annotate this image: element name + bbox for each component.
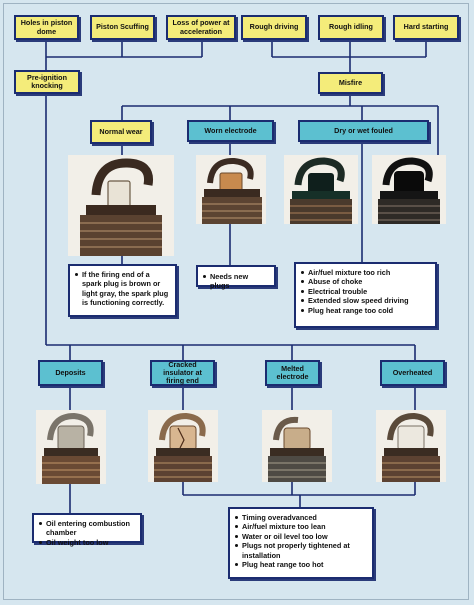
overheated-box: Overheated — [380, 360, 445, 386]
melted-electrode-box: Melted electrode — [265, 360, 320, 386]
symptom-label: Holes in piston dome — [20, 18, 73, 36]
symptom-label: Hard starting — [403, 22, 449, 32]
note-item: Extended slow speed driving — [300, 296, 430, 305]
wet-fouled-plug-photo — [372, 155, 446, 224]
deposits-box: Deposits — [38, 360, 103, 386]
overheated-plug-photo — [376, 410, 446, 482]
pre-ignition-label: Pre-ignition knocking — [27, 72, 67, 90]
symptom-loss-of-power: Loss of power at acceleration — [166, 15, 236, 40]
symptom-hard-starting: Hard starting — [393, 15, 459, 40]
symptom-piston-scuffing: Piston Scuffing — [90, 15, 155, 40]
condition-label: Normal wear — [99, 126, 143, 136]
frame — [3, 3, 469, 600]
overheating-causes-note: Timing overadvanced Air/fuel mixture too… — [228, 507, 374, 579]
cracked-insulator-box: Cracked insulator at firing end — [150, 360, 215, 386]
melted-electrode-plug-photo — [262, 410, 332, 482]
symptom-rough-idling: Rough idling — [318, 15, 384, 40]
condition-label: Overheated — [392, 367, 433, 377]
note-item: Timing overadvanced — [234, 513, 367, 522]
worn-electrode-note: Needs new plugs — [196, 265, 276, 290]
deposits-note: Oil entering combustion chamber Oil weig… — [32, 513, 142, 547]
symptom-holes-in-piston-dome: Holes in piston dome — [14, 15, 79, 40]
pre-ignition-knocking-box: Pre-ignition knocking — [14, 70, 80, 94]
normal-wear-box: Normal wear — [90, 120, 152, 144]
note-item: Needs new plugs — [202, 272, 269, 291]
normal-wear-note: If the firing end of a spark plug is bro… — [68, 264, 177, 317]
deposits-plug-photo — [36, 410, 106, 484]
symptom-label: Piston Scuffing — [96, 22, 149, 32]
dry-fouled-plug-photo — [284, 155, 358, 224]
condition-label: Deposits — [55, 367, 86, 377]
condition-label: Dry or wet fouled — [334, 125, 393, 135]
condition-label: Worn electrode — [204, 125, 257, 135]
note-item: Plugs not properly tightened at installa… — [234, 541, 367, 560]
note-item: Air/fuel mixture too lean — [234, 522, 367, 531]
symptom-label: Loss of power at acceleration — [172, 18, 230, 36]
symptom-label: Rough idling — [329, 22, 373, 32]
dry-or-wet-fouled-box: Dry or wet fouled — [298, 120, 429, 142]
symptom-rough-driving: Rough driving — [241, 15, 307, 40]
note-item: Plug heat range too hot — [234, 560, 367, 569]
worn-electrode-plug-photo — [196, 155, 266, 224]
misfire-label: Misfire — [338, 77, 363, 87]
worn-electrode-box: Worn electrode — [187, 120, 274, 142]
misfire-box: Misfire — [318, 72, 383, 94]
symptom-label: Rough driving — [249, 22, 299, 32]
note-item: If the firing end of a spark plug is bro… — [74, 270, 170, 308]
note-item: Air/fuel mixture too rich — [300, 268, 430, 277]
condition-label: Melted electrode — [276, 363, 309, 381]
note-item: Water or oil level too low — [234, 532, 367, 541]
note-item: Electrical trouble — [300, 287, 430, 296]
condition-label: Cracked insulator at firing end — [163, 359, 202, 386]
normal-wear-plug-photo — [68, 155, 174, 256]
note-item: Oil weight too low — [38, 538, 135, 547]
note-item: Plug heat range too cold — [300, 306, 430, 315]
note-item: Oil entering combustion chamber — [38, 519, 135, 538]
note-item: Abuse of choke — [300, 277, 430, 286]
cracked-insulator-plug-photo — [148, 410, 218, 482]
fouled-note: Air/fuel mixture too rich Abuse of choke… — [294, 262, 437, 328]
